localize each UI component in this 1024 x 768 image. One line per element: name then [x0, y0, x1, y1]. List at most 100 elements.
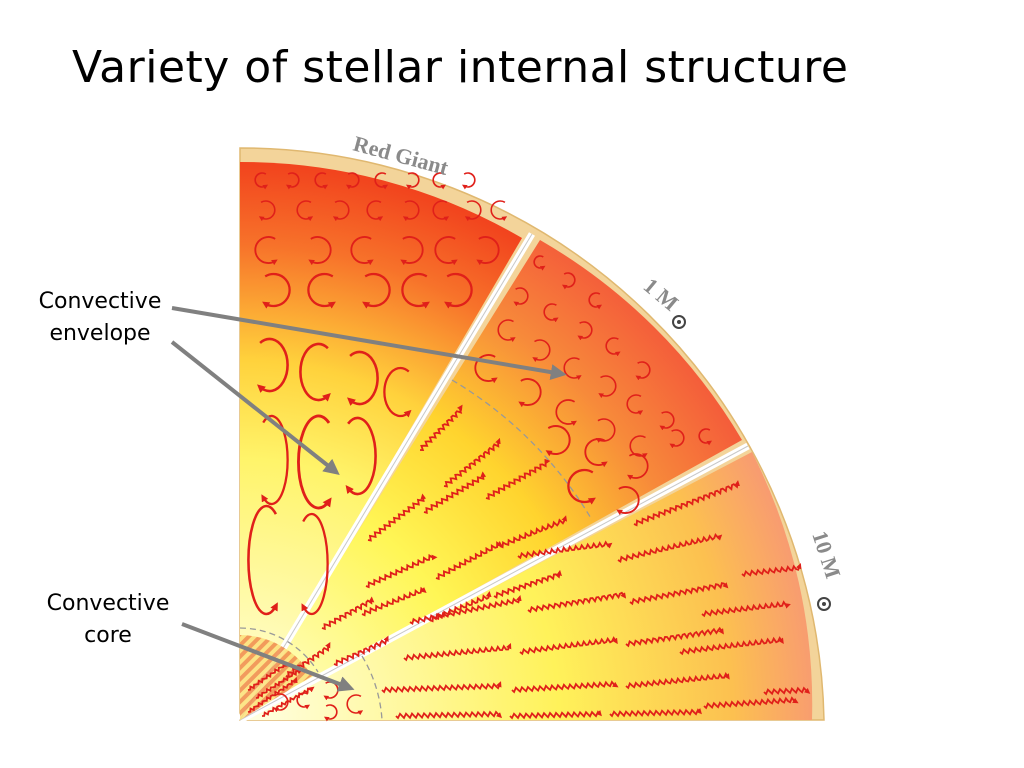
radiation-wave-arrow-icon	[493, 569, 562, 599]
convection-loop-icon	[598, 375, 617, 399]
one-solar-mass-label: 1 M	[639, 273, 684, 316]
radiation-wave-arrow-icon	[423, 471, 487, 515]
convection-loop-icon	[577, 321, 593, 341]
radiation-wave-arrow-icon	[395, 710, 503, 720]
radiation-wave-arrow-icon	[365, 553, 438, 589]
radiation-wave-arrow-icon	[285, 642, 331, 678]
radiative-arrows	[247, 404, 811, 720]
radiation-wave-arrow-icon	[633, 480, 741, 527]
convection-loop-icon	[567, 468, 596, 505]
radiation-wave-arrow-icon	[381, 681, 502, 694]
convective-core-label-line1: Convective	[46, 591, 170, 616]
convection-loop-icon	[301, 512, 329, 616]
convection-loop-icon	[532, 339, 551, 363]
convection-loop-icon	[362, 272, 391, 309]
sun-convection-boundary	[451, 379, 593, 521]
convection-loop-icon	[258, 200, 276, 222]
convection-loop-icon	[476, 236, 500, 266]
radiation-wave-arrow-icon	[409, 595, 522, 626]
convection-loop-icon	[247, 504, 278, 616]
convection-loop-icon	[543, 303, 559, 323]
convection-loops	[247, 172, 713, 722]
convection-loop-icon	[518, 378, 542, 408]
convection-loop-icon	[545, 425, 571, 457]
radiation-wave-arrow-icon	[247, 676, 298, 713]
convection-loop-icon	[461, 172, 476, 190]
radiation-wave-arrow-icon	[435, 541, 503, 581]
radiation-wave-arrow-icon	[511, 680, 619, 694]
convection-loop-icon	[513, 287, 529, 307]
radiation-wave-arrow-icon	[609, 708, 702, 718]
convection-loop-icon	[626, 394, 644, 416]
envelope-pointer-arrow-1	[171, 306, 567, 381]
convection-loop-icon	[669, 429, 685, 449]
radiation-wave-arrow-icon	[333, 635, 389, 667]
red-giant-core	[240, 635, 312, 720]
convection-loop-icon	[629, 435, 648, 459]
radiation-wave-arrow-icon	[763, 686, 811, 696]
convection-loop-icon	[332, 200, 350, 222]
convection-loop-icon	[490, 200, 508, 222]
convection-loop-icon	[296, 692, 311, 710]
convection-loop-icon	[350, 236, 374, 266]
convection-loop-icon	[314, 172, 329, 190]
convection-loop-icon	[347, 350, 379, 406]
radiation-wave-arrow-icon	[361, 586, 427, 617]
radiation-wave-arrow-icon	[509, 710, 602, 720]
convection-loop-icon	[400, 236, 424, 266]
convection-loop-icon	[261, 414, 289, 506]
convection-loop-icon	[605, 337, 621, 357]
convective-core-label-line2: core	[84, 623, 132, 648]
convection-loop-icon	[464, 200, 482, 222]
convection-loop-icon	[273, 693, 289, 713]
sun-symbol-icon	[817, 597, 831, 611]
convection-loop-icon	[635, 361, 651, 381]
ten-solar-sector	[240, 452, 813, 720]
convection-loop-icon	[254, 172, 269, 190]
convection-loop-icon	[434, 236, 458, 266]
radiation-wave-arrow-icon	[625, 671, 730, 690]
sun-symbol-icon	[672, 315, 686, 329]
convection-loop-icon	[698, 428, 713, 446]
convection-loop-icon	[555, 399, 577, 426]
convective-core-label: Convective core	[28, 588, 188, 652]
radiation-wave-arrow-icon	[403, 642, 512, 662]
convection-loop-icon	[561, 272, 576, 290]
ten-solar-mass-label: 10 M	[807, 528, 846, 582]
radiation-wave-arrow-icon	[519, 636, 618, 656]
radiation-wave-arrow-icon	[261, 686, 315, 717]
radiation-wave-arrow-icon	[419, 404, 463, 452]
convection-loop-icon	[401, 272, 430, 309]
sun-sector	[240, 240, 742, 720]
radiation-wave-arrow-icon	[321, 596, 375, 631]
convection-loop-icon	[345, 172, 360, 190]
core-pointer-arrow	[181, 622, 355, 692]
convection-loop-icon	[346, 694, 364, 716]
convection-loop-icon	[254, 236, 278, 266]
radiation-wave-arrow-icon	[741, 563, 802, 578]
convection-loop-icon	[584, 438, 608, 468]
radiation-wave-arrow-icon	[443, 437, 501, 488]
radiation-wave-arrow-icon	[247, 661, 290, 691]
convection-loop-icon	[588, 292, 603, 310]
convection-loop-icon	[345, 416, 377, 496]
convection-loop-icon	[444, 272, 473, 309]
page-title: Variety of stellar internal structure	[72, 42, 849, 93]
radiation-wave-arrow-icon	[527, 591, 627, 614]
envelope-pointer-arrow-2	[170, 340, 340, 475]
convection-loop-icon	[257, 337, 289, 393]
radiation-wave-arrow-icon	[499, 515, 568, 549]
radiation-wave-arrow-icon	[701, 600, 791, 618]
radiation-wave-arrow-icon	[703, 696, 799, 710]
convection-loop-icon	[474, 354, 498, 384]
convective-envelope-label-line1: Convective	[38, 289, 162, 314]
radiation-wave-arrow-icon	[629, 582, 729, 606]
convection-loop-icon	[497, 319, 516, 343]
radiation-wave-arrow-icon	[625, 626, 724, 648]
red-giant-core-boundary	[239, 627, 319, 673]
convection-loop-icon	[308, 236, 332, 266]
convective-envelope-label: Convective envelope	[20, 286, 180, 350]
ten-core-boundary	[361, 655, 383, 721]
radiation-wave-arrow-icon	[255, 668, 304, 699]
